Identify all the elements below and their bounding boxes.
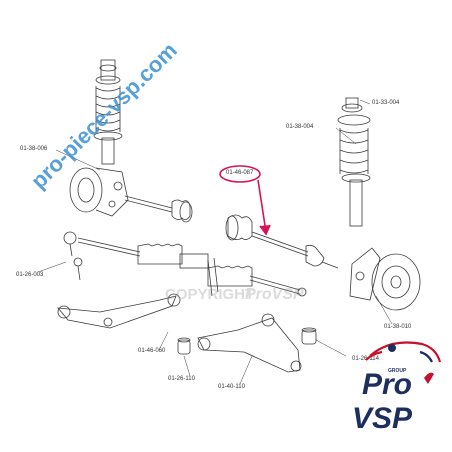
- highlight-arrow-line: [257, 179, 267, 233]
- highlight-circle: [219, 165, 261, 183]
- diagram-line-art: [37, 59, 421, 385]
- ref-01-46-060: 01-46-060: [138, 348, 166, 354]
- steering-rack: [77, 237, 307, 297]
- left-drive-shaft: [124, 195, 193, 223]
- left-strut-assembly: [93, 59, 123, 165]
- right-strut-assembly: [337, 97, 371, 227]
- right-lower-arm: [197, 313, 302, 373]
- ref-01-33-004: 01-33-004: [372, 100, 400, 106]
- bushings: [177, 327, 317, 355]
- copyright-brand-text: ProVSP: [245, 286, 304, 303]
- ref-01-26-003: 01-26-003: [16, 272, 44, 278]
- highlight-marker: [219, 165, 271, 236]
- left-lower-arm: [57, 293, 181, 329]
- ref-01-26-110: 01-26-110: [168, 376, 196, 382]
- leader-lines: [37, 99, 393, 385]
- left-knuckle-hub: [69, 167, 129, 217]
- copyright-watermark: COPYRIGHT ProVSP: [165, 286, 304, 303]
- car-silhouette-icon: [365, 341, 442, 363]
- ref-01-38-004: 01-38-004: [286, 124, 314, 130]
- left-tie-rod-end: [63, 231, 83, 281]
- logo-word-vsp: VSP: [352, 402, 413, 435]
- ref-01-38-010: 01-38-010: [384, 324, 412, 330]
- provsp-logo: Pro GROUP VSP: [352, 341, 442, 435]
- logo-red-swoosh: [424, 372, 434, 384]
- ref-01-38-006: 01-38-006: [20, 146, 48, 152]
- right-knuckle-hub: [349, 247, 421, 311]
- logo-word-group: GROUP: [388, 368, 407, 374]
- copyright-text: COPYRIGHT: [165, 286, 254, 303]
- ref-01-40-110: 01-40-110: [218, 384, 246, 390]
- right-drive-shaft: [225, 214, 339, 269]
- ref-01-46-087: 01-46-087: [226, 170, 254, 176]
- logo-word-pro: Pro: [362, 368, 412, 401]
- highlight-arrow-head: [259, 224, 271, 236]
